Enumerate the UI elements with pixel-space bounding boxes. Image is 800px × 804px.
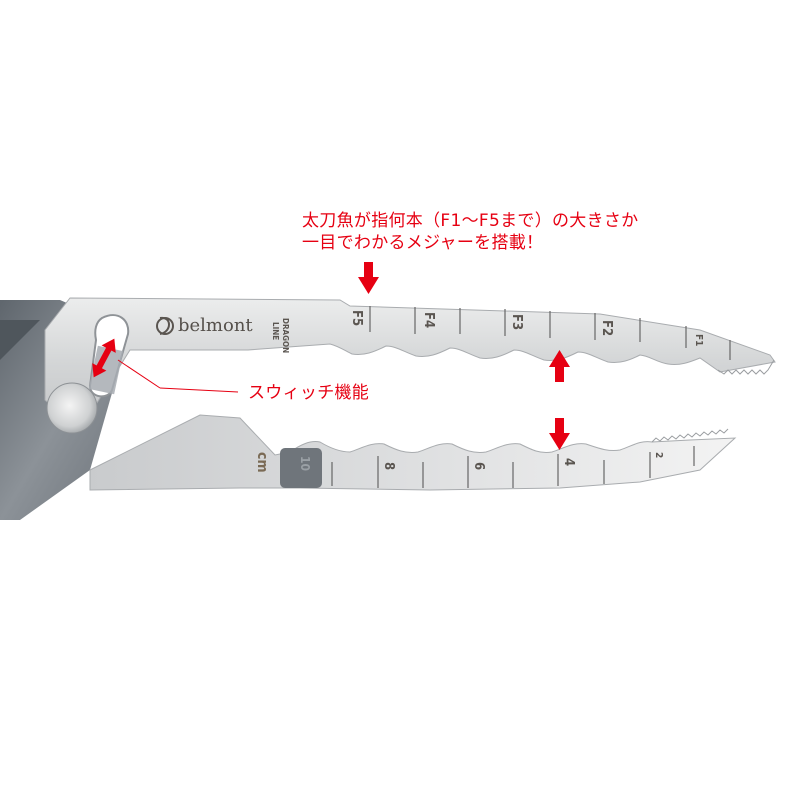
lower-jaw bbox=[89, 414, 737, 491]
measure-annotation: 太刀魚が指何本（F1〜F5まで）の大きさか 一目でわかるメジャーを搭載！ bbox=[302, 210, 639, 254]
switch-callout-line bbox=[159, 387, 239, 393]
scale-mark-f1: F1 bbox=[693, 334, 704, 347]
scale-mark-2: 2 bbox=[653, 452, 664, 459]
scale-mark-f5: F5 bbox=[349, 310, 364, 327]
scale-mark-6: 6 bbox=[471, 462, 486, 471]
scale-mark-f3: F3 bbox=[509, 314, 524, 331]
dragon-label: DRAGON bbox=[281, 318, 290, 354]
switch-callout-leader bbox=[117, 359, 161, 389]
line-label: LINE bbox=[271, 322, 280, 341]
upper-jaw bbox=[44, 297, 776, 431]
belmont-logo-icon bbox=[156, 316, 174, 335]
brand-name: belmont bbox=[178, 315, 253, 336]
scale-unit-cm: cm bbox=[254, 452, 270, 473]
scale-mark-f2: F2 bbox=[599, 320, 614, 337]
scale-mark-8: 8 bbox=[381, 462, 396, 471]
scale-mark-f4: F4 bbox=[421, 312, 436, 329]
measure-annotation-line-1: 太刀魚が指何本（F1〜F5まで）の大きさか bbox=[302, 211, 639, 231]
measure-annotation-line-2: 一目でわかるメジャーを搭載！ bbox=[302, 233, 544, 253]
scale-mark-10: 10 bbox=[298, 456, 312, 472]
scale-mark-4: 4 bbox=[561, 458, 576, 467]
switch-annotation: スウィッチ機能 bbox=[248, 383, 370, 403]
switch-pin bbox=[46, 382, 98, 434]
annotation-arrows bbox=[92, 262, 570, 450]
